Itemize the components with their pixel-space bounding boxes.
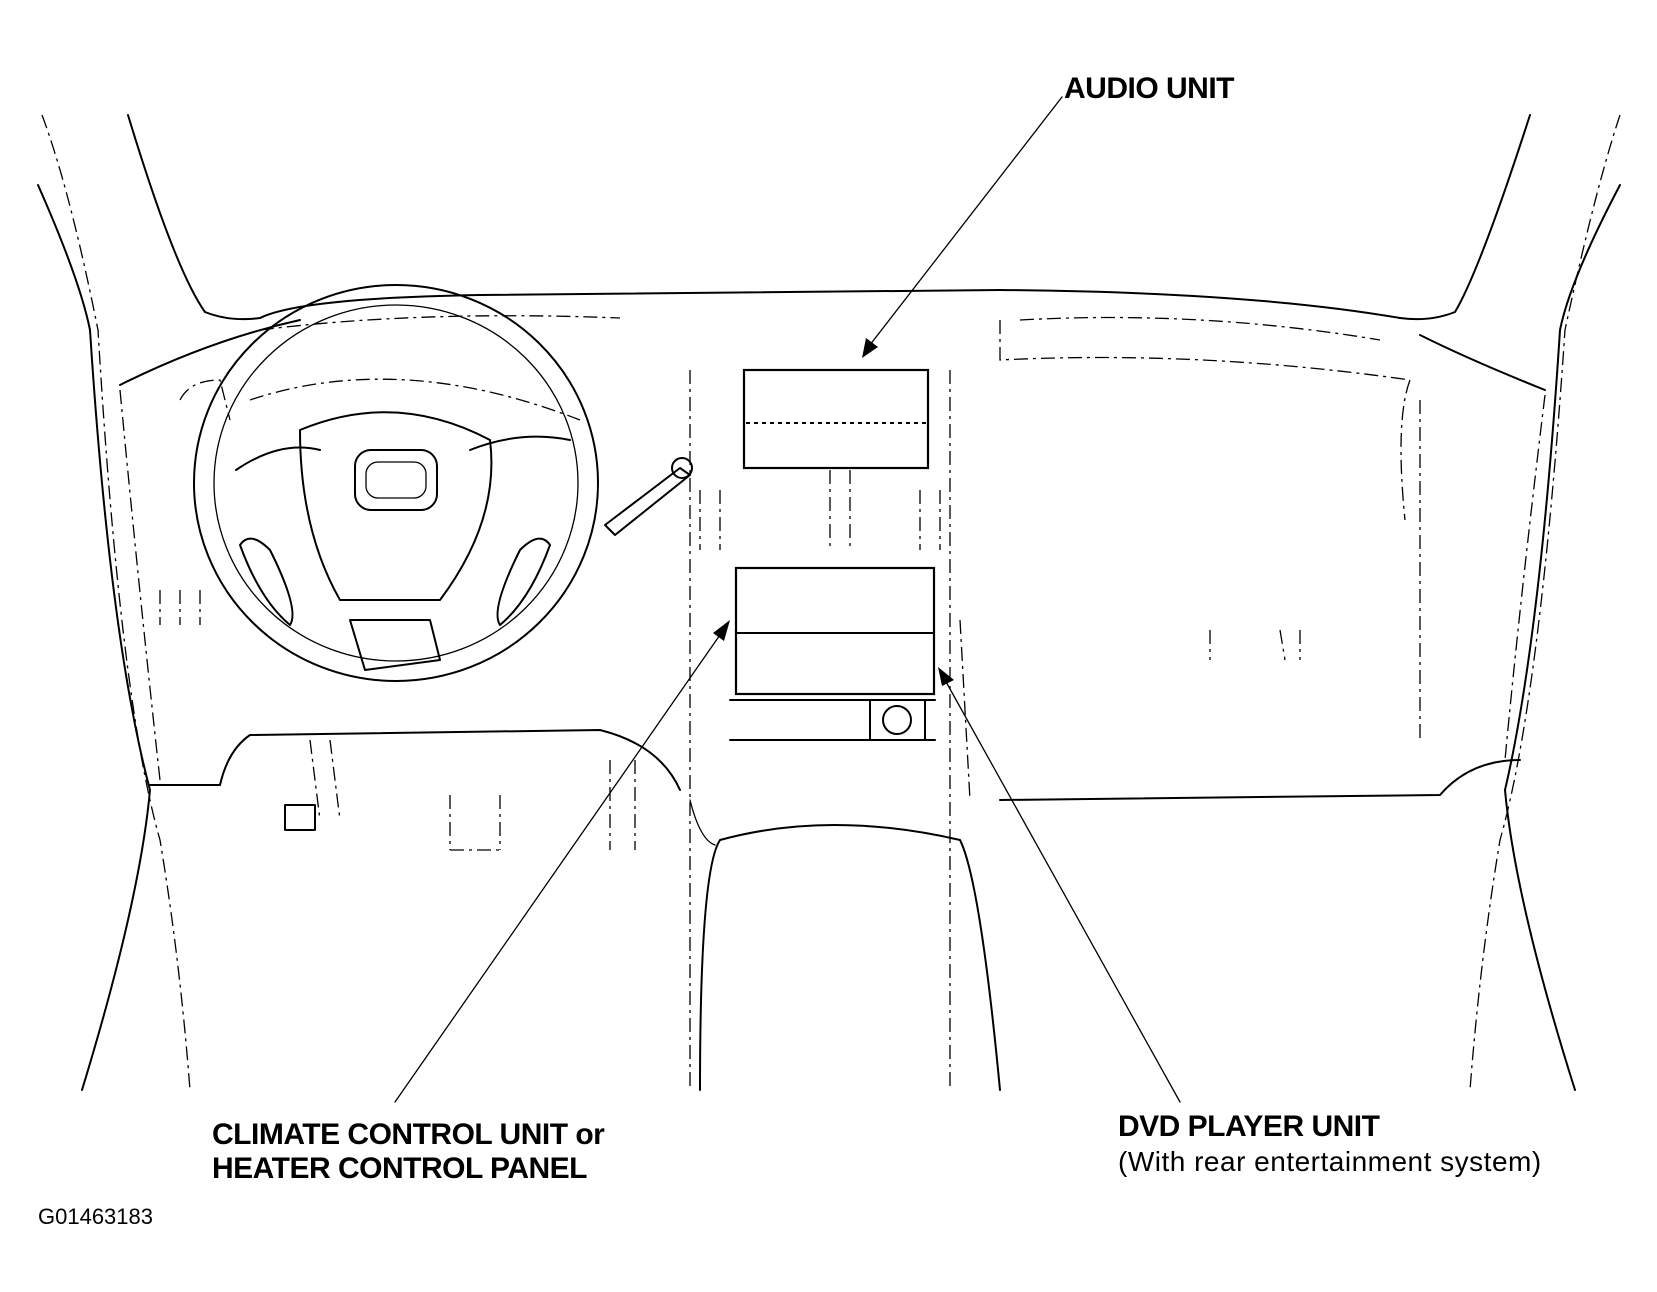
arrow-dvd	[938, 667, 954, 686]
steering-wheel	[193, 284, 599, 682]
dvd-player-label: DVD PLAYER UNIT	[1118, 1110, 1380, 1143]
dashboard-body	[119, 319, 1546, 801]
climate-dvd-box	[734, 566, 936, 696]
stalk-lever	[604, 457, 693, 536]
climate-control-label: CLIMATE CONTROL UNIT or	[212, 1118, 605, 1151]
figure-code: G01463183	[38, 1204, 153, 1229]
arrow-audio	[862, 338, 878, 358]
cabin-outline	[37, 114, 1621, 1091]
dvd-player-note: (With rear entertainment system)	[1118, 1146, 1542, 1177]
center-stack	[689, 370, 1001, 1091]
pedals	[284, 739, 636, 851]
leader-lines	[394, 96, 1181, 1103]
audio-unit-box	[742, 368, 930, 470]
arrow-climate	[713, 620, 730, 641]
audio-unit-label: AUDIO UNIT	[1064, 72, 1235, 105]
heater-control-label: HEATER CONTROL PANEL	[212, 1152, 588, 1185]
